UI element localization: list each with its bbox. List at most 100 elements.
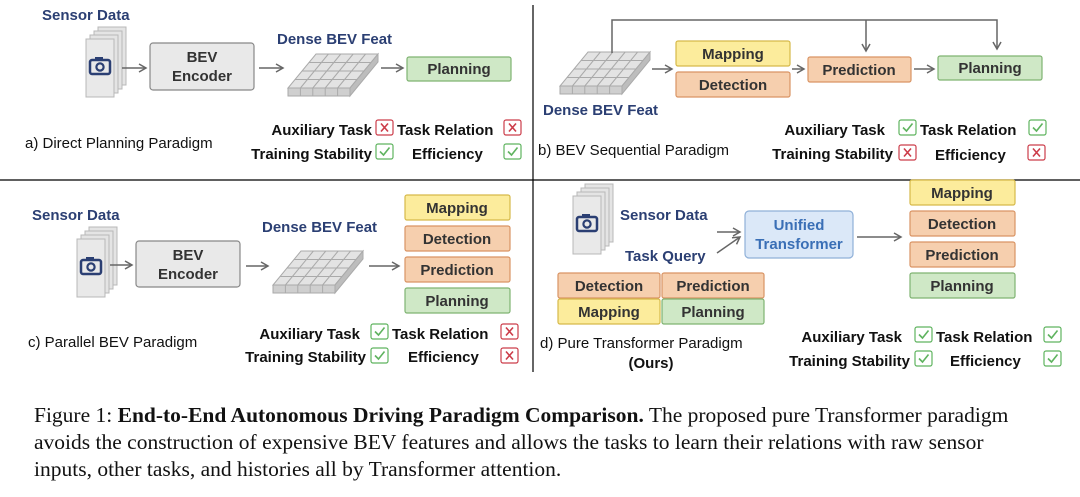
panel-c-caption: c) Parallel BEV Paradigm [28,334,197,351]
panel-b-prediction-label: Prediction [822,62,895,79]
panel-a-aux-label: Auxiliary Task [271,122,372,139]
panel-c-encoder-line2: Encoder [158,266,218,283]
panel-b-prediction-box [807,56,912,83]
panel-b-feat-label: Dense BEV Feat [543,102,658,119]
panel-a-direct-planning: Sensor Data BEV Encoder Dense BEV Feat P… [25,7,522,163]
panel-d-pure-transformer: Sensor Data Unified Transformer Task Que… [540,179,1062,372]
bev-grid-icon [287,53,379,97]
panel-d-query-detection-box [557,272,661,299]
panel-c-planning-box [404,287,511,314]
panel-d-caption-line1: d) Pure Transformer Paradigm [540,335,743,352]
panel-d-query-mapping-label: Mapping [578,304,640,321]
panel-c-detection-label: Detection [423,231,491,248]
panel-b-eff-label: Efficiency [935,147,1007,164]
check-icon [503,143,522,160]
panel-a-eff-label: Efficiency [412,146,484,163]
panel-a-stab-label: Training Stability [251,146,373,163]
panel-b-planning-label: Planning [958,60,1021,77]
panel-d-task-query-label: Task Query [625,248,706,265]
panel-a-encoder-line1: BEV [187,49,218,66]
panel-b-caption: b) BEV Sequential Paradigm [538,142,729,159]
panel-c-encoder-box [135,240,241,288]
panel-b-detection-box [675,71,791,98]
panel-a-planning-label: Planning [427,61,490,78]
panel-d-planning-label: Planning [930,278,993,295]
panel-d-caption-line2: (Ours) [629,355,674,372]
panel-d-aux-label: Auxiliary Task [801,329,902,346]
camera-icon [75,225,119,299]
check-icon [898,119,917,136]
panel-c-encoder-line1: BEV [173,247,204,264]
panel-b-rel-label: Task Relation [920,122,1016,139]
bev-grid-icon [559,51,651,95]
panel-b-mapping-box [675,40,791,67]
panel-d-prediction-label: Prediction [925,247,998,264]
cross-icon [898,144,917,161]
panel-d-detection-box [909,210,1016,237]
panel-d-transformer-line1: Unified [774,217,825,234]
panel-c-prediction-label: Prediction [420,262,493,279]
panel-d-query-prediction-label: Prediction [676,278,749,295]
panel-c-rel-label: Task Relation [392,326,488,343]
panel-c-aux-label: Auxiliary Task [259,326,360,343]
panel-d-query-mapping-box [557,298,661,325]
panel-d-query-detection-label: Detection [575,278,643,295]
panel-c-feat-label: Dense BEV Feat [262,219,377,236]
panel-c-sensor-label: Sensor Data [32,207,120,224]
cross-icon [375,119,394,136]
check-icon [914,326,933,343]
panel-a-sensor-label: Sensor Data [42,7,130,24]
skip-connection-arrow [611,19,1002,53]
panel-d-query-prediction-box [661,272,765,299]
check-icon [370,323,389,340]
panel-d-query-planning-box [661,298,765,325]
panel-d-sensor-label: Sensor Data [620,207,708,224]
panel-a-rel-label: Task Relation [397,122,493,139]
check-icon [370,347,389,364]
cross-icon [500,323,519,340]
panel-a-encoder-box [149,42,255,91]
panel-a-planning-box [406,56,512,82]
panel-d-planning-box [909,272,1016,299]
check-icon [914,350,933,367]
panel-d-transformer-line2: Transformer [755,236,843,253]
panel-d-query-planning-label: Planning [681,304,744,321]
panel-a-encoder-line2: Encoder [172,68,232,85]
camera-icon [571,182,615,256]
panel-d-mapping-label: Mapping [931,185,993,202]
panel-d-rel-label: Task Relation [936,329,1032,346]
panel-c-prediction-box [404,256,511,283]
figure-caption-title: End-to-End Autonomous Driving Paradigm C… [117,403,644,427]
check-icon [1028,119,1047,136]
panel-d-mapping-box [909,179,1016,206]
panel-b-mapping-label: Mapping [702,46,764,63]
panel-d-detection-label: Detection [928,216,996,233]
panel-c-parallel-bev: Sensor Data BEV Encoder Dense BEV Feat M… [28,194,519,366]
figure-caption: Figure 1: End-to-End Autonomous Driving … [34,402,1044,483]
panel-d-prediction-box [909,241,1016,268]
panel-c-planning-label: Planning [425,293,488,310]
figure-caption-body: The proposed pure Transformer paradigm a… [34,403,1009,481]
panel-d-stab-label: Training Stability [789,353,911,370]
panel-b-aux-label: Auxiliary Task [784,122,885,139]
cross-icon [500,347,519,364]
panel-d-eff-label: Efficiency [950,353,1022,370]
bev-grid-icon [272,250,364,294]
panel-a-feat-label: Dense BEV Feat [277,31,392,48]
panel-b-bev-sequential: Dense BEV Feat Mapping Detection Predict… [538,19,1047,164]
cross-icon [1027,144,1046,161]
panel-b-detection-label: Detection [699,77,767,94]
cross-icon [503,119,522,136]
panel-c-mapping-label: Mapping [426,200,488,217]
figure-caption-label: Figure 1: [34,403,118,427]
panel-b-stab-label: Training Stability [772,146,894,163]
panel-c-detection-box [404,225,511,252]
panel-b-planning-box [937,55,1043,81]
check-icon [375,143,394,160]
panel-d-transformer-box [744,210,854,259]
check-icon [1043,350,1062,367]
panel-a-caption: a) Direct Planning Paradigm [25,135,213,152]
panel-c-mapping-box [404,194,511,221]
paradigm-comparison-figure: .lbl { font-family:"Liberation Sans", sa… [0,5,1080,372]
check-icon [1043,326,1062,343]
